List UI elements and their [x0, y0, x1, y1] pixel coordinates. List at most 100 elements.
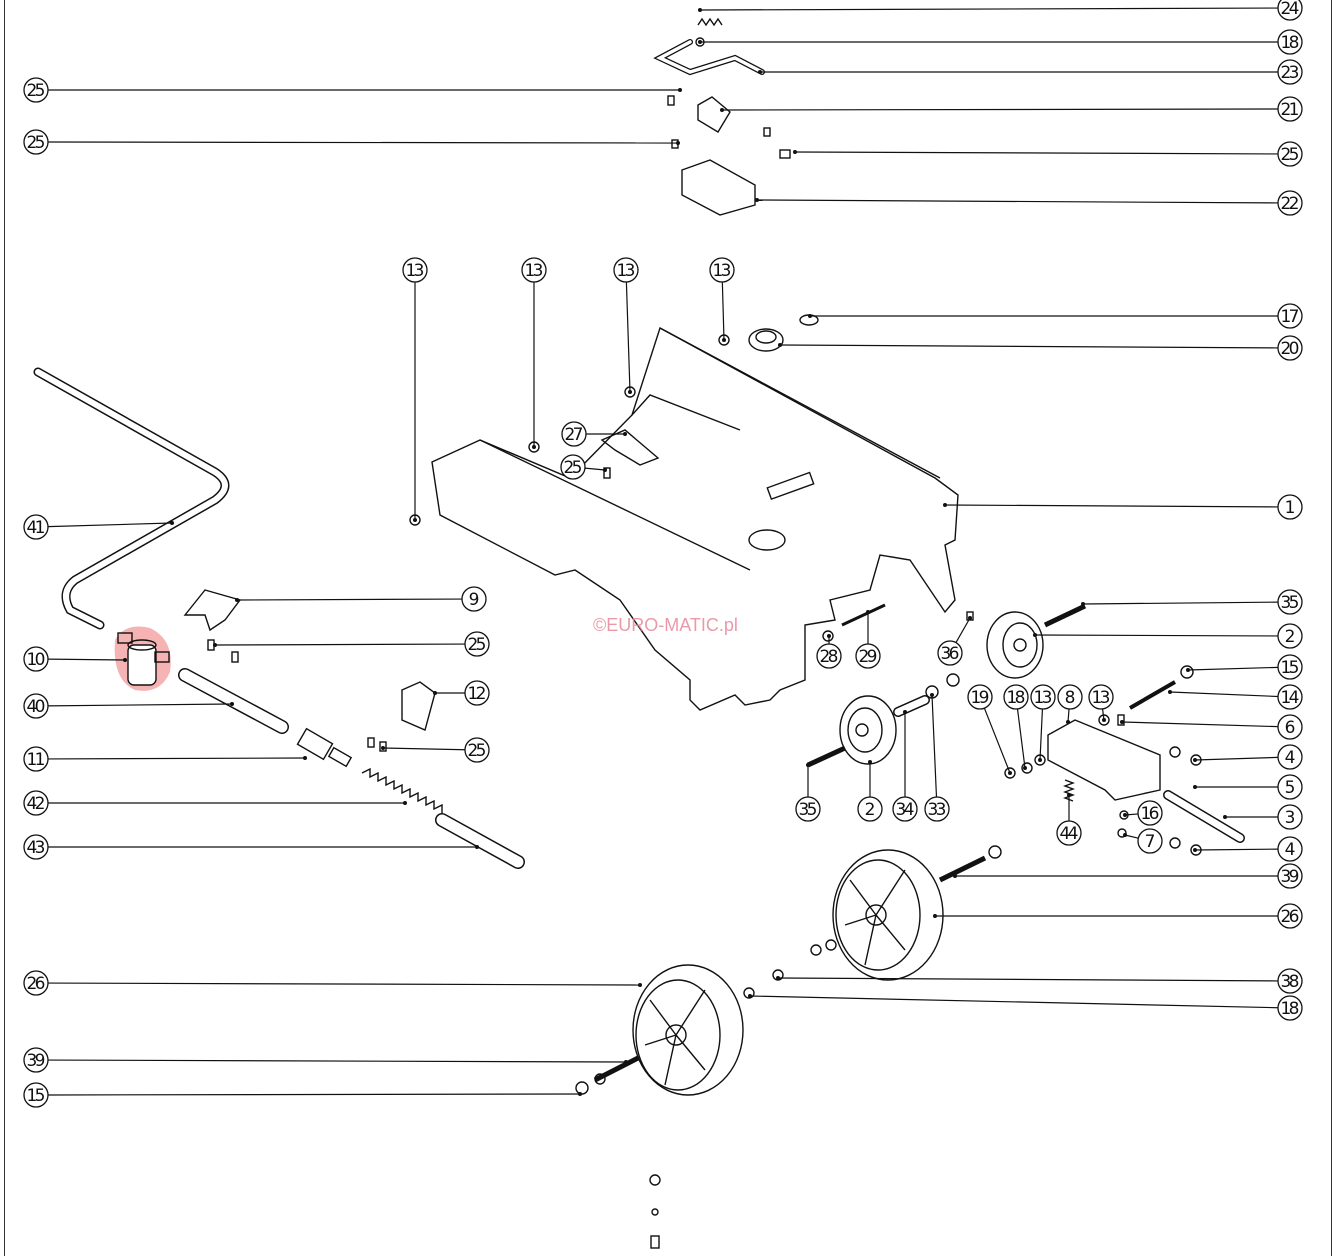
leader-dot: [628, 390, 632, 394]
callout-18: 18: [1003, 684, 1029, 770]
leader-line: [625, 281, 631, 393]
leader-dot: [968, 616, 972, 620]
callout-22: 22: [755, 190, 1303, 216]
leader-dot: [413, 518, 417, 522]
callout-number: 25: [1281, 145, 1300, 165]
callout-circle: [23, 646, 49, 672]
page-border-right: [1331, 0, 1332, 1256]
callout-number: 12: [468, 684, 487, 704]
callout-circle: [1277, 774, 1303, 800]
leader-dot: [170, 521, 174, 525]
leader-line: [214, 643, 466, 646]
leader-line: [47, 141, 679, 144]
leader-dot: [123, 658, 127, 662]
callout-number: 8: [1065, 688, 1076, 708]
leader-line: [47, 703, 233, 707]
callout-number: 20: [1281, 339, 1300, 359]
part-1-frame: [431, 326, 959, 711]
part-35-bolt: [1043, 603, 1087, 628]
callout-circle: [464, 737, 490, 763]
callout-circle: [709, 257, 735, 283]
callout-number: 1: [1285, 498, 1296, 518]
callout-1: 1: [943, 494, 1303, 520]
callout-circle: [857, 796, 883, 822]
callout-33: 33: [924, 693, 950, 822]
leader-dot: [678, 88, 682, 92]
callout-number: 3: [1285, 808, 1296, 828]
callout-17: 17: [808, 303, 1303, 329]
callout-39: 39: [953, 863, 1303, 889]
callout-26: 26: [933, 903, 1303, 929]
callout-8: 8: [1057, 684, 1083, 724]
callout-circle: [1277, 714, 1303, 740]
callout-25: 25: [23, 77, 682, 103]
callout-circle: [1277, 623, 1303, 649]
leader-dot: [1193, 758, 1197, 762]
callout-circle: [23, 1082, 49, 1108]
callout-circle: [1277, 684, 1303, 710]
leader-dot: [722, 338, 726, 342]
callout-circle: [1277, 335, 1303, 361]
callout-23: 23: [758, 59, 1303, 85]
callout-circle: [1277, 494, 1303, 520]
leader-dot: [603, 468, 607, 472]
leader-dot: [230, 702, 234, 706]
callout-36: 36: [937, 616, 972, 666]
callout-number: 26: [1281, 907, 1300, 927]
callout-number: 13: [1034, 688, 1053, 708]
leader-dot: [793, 150, 797, 154]
leader-dot: [381, 746, 385, 750]
leader-line: [47, 757, 306, 760]
callout-20: 20: [778, 335, 1303, 361]
callout-circle: [1277, 744, 1303, 770]
callout-number: 41: [27, 518, 46, 538]
callout-19: 19: [967, 684, 1012, 775]
callout-number: 22: [1281, 194, 1300, 214]
callout-circle: [402, 257, 428, 283]
callout-number: 15: [1281, 658, 1300, 678]
callout-circle: [23, 790, 49, 816]
callout-circle: [1056, 820, 1082, 846]
part-10-valve: [117, 632, 170, 686]
leader-dot: [1186, 668, 1190, 672]
part-29-bolt: [841, 603, 886, 627]
callout-circle: [1277, 190, 1303, 216]
page-border-left: [4, 0, 5, 1256]
callout-35: 35: [795, 763, 821, 822]
part-26-wheel: [632, 964, 744, 1096]
callout-number: 2: [865, 800, 876, 820]
callout-circle: [23, 746, 49, 772]
part-20-grommet: [748, 328, 784, 352]
leader-dot: [808, 314, 812, 318]
callout-number: 18: [1281, 33, 1300, 53]
leader-line: [1016, 708, 1026, 769]
leader-dot: [1066, 720, 1070, 724]
part-39-bolt: [593, 1055, 640, 1083]
callout-number: 35: [799, 800, 818, 820]
leader-line: [749, 995, 1279, 1009]
callout-number: 18: [1007, 688, 1026, 708]
part-35-bolt: [806, 745, 847, 768]
callout-circle: [23, 1047, 49, 1073]
callout-9: 9: [235, 586, 487, 612]
part-8-bracket: [1047, 719, 1161, 801]
callout-41: 41: [23, 514, 174, 540]
callout-number: 25: [564, 458, 583, 478]
part-44-spring: [1063, 779, 1075, 802]
callout-number: 40: [27, 697, 46, 717]
leader-dot: [1102, 718, 1106, 722]
callout-3: 3: [1223, 804, 1303, 830]
callout-40: 40: [23, 693, 234, 719]
leader-line: [794, 151, 1279, 155]
leader-dot: [1008, 771, 1012, 775]
callout-circle: [560, 454, 586, 480]
callout-number: 34: [896, 800, 915, 820]
callout-number: 4: [1285, 748, 1296, 768]
leader-dot: [578, 1092, 582, 1096]
callout-6: 6: [1120, 714, 1303, 740]
callout-number: 42: [27, 794, 46, 814]
callout-42: 42: [23, 790, 407, 816]
leader-dot: [933, 914, 937, 918]
callout-circle: [1277, 59, 1303, 85]
leader-dot: [1123, 813, 1127, 817]
